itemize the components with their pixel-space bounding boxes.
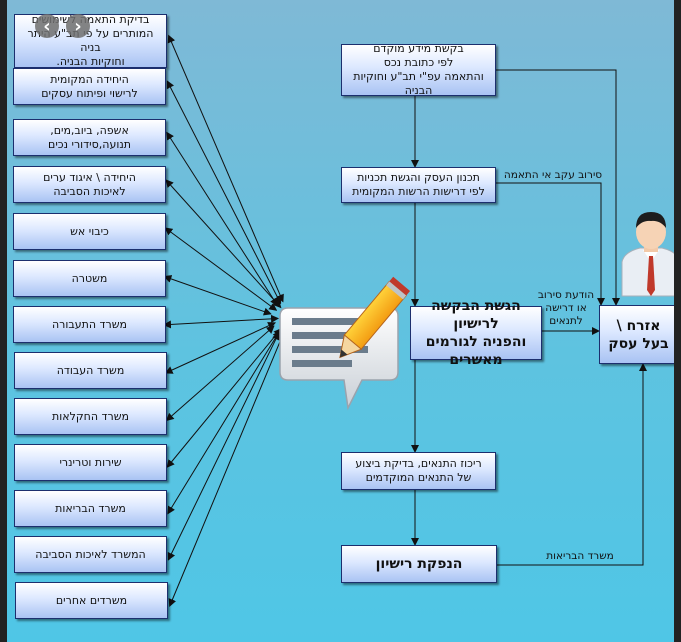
citizen-business-owner-box: אזרח \ בעל עסק	[599, 305, 678, 364]
authority-box-5: משטרה	[13, 260, 166, 297]
authority-box-1: היחידה המקומית לרישוי ופיתוח עסקים	[13, 68, 166, 105]
fan-arrow-5	[163, 275, 272, 316]
health-ministry-label: משרד הבריאות	[546, 550, 614, 562]
authority-box-6: משרד התעבורה	[13, 306, 166, 343]
authority-box-10: משרד הבריאות	[14, 490, 167, 527]
authority-box-12: משרדים אחרים	[15, 582, 168, 619]
arrow-step2-citizen	[488, 182, 605, 306]
authority-box-4: כיבוי אש	[13, 213, 166, 250]
arrow-step1-citizen	[488, 69, 620, 306]
fan-arrow-12	[168, 333, 285, 607]
refusal-notice-label: הודעת סירוב או דרישה לתנאים	[537, 289, 595, 327]
right-frame-edge	[674, 0, 681, 642]
authority-box-3: היחידה \ איגוד ערים לאיכות הסביבה	[13, 166, 166, 203]
authority-box-2: אשפה, ביוב,מים, תנועה,סידורי נכים	[13, 119, 166, 156]
authority-box-11: המשרד לאיכות הסביבה	[14, 536, 167, 573]
step-request-info-box: בקשת מידע מוקדם לפי כתובת נכס והתאמה עפ"…	[341, 42, 496, 97]
next-button[interactable]: ›	[66, 14, 90, 38]
left-frame-edge	[0, 0, 7, 642]
previous-button[interactable]: ‹	[35, 14, 59, 38]
step-issue-license-box: הנפקת רישיון	[341, 545, 497, 583]
authority-box-8: משרד החקלאות	[14, 398, 167, 435]
step-conditions-check-box: ריכוז התנאים, בדיקת ביצוע של התנאים המוק…	[341, 452, 496, 490]
arrow-step5-citizen	[497, 363, 647, 566]
authority-box-9: שירות וטרינרי	[14, 444, 167, 481]
authority-box-7: משרד העבודה	[14, 352, 167, 389]
step-planning-box: תכנון העסק והגשת תכניות לפי דרישות הרשות…	[341, 167, 496, 203]
refusal-label: סירוב עקב אי התאמה	[503, 169, 603, 181]
